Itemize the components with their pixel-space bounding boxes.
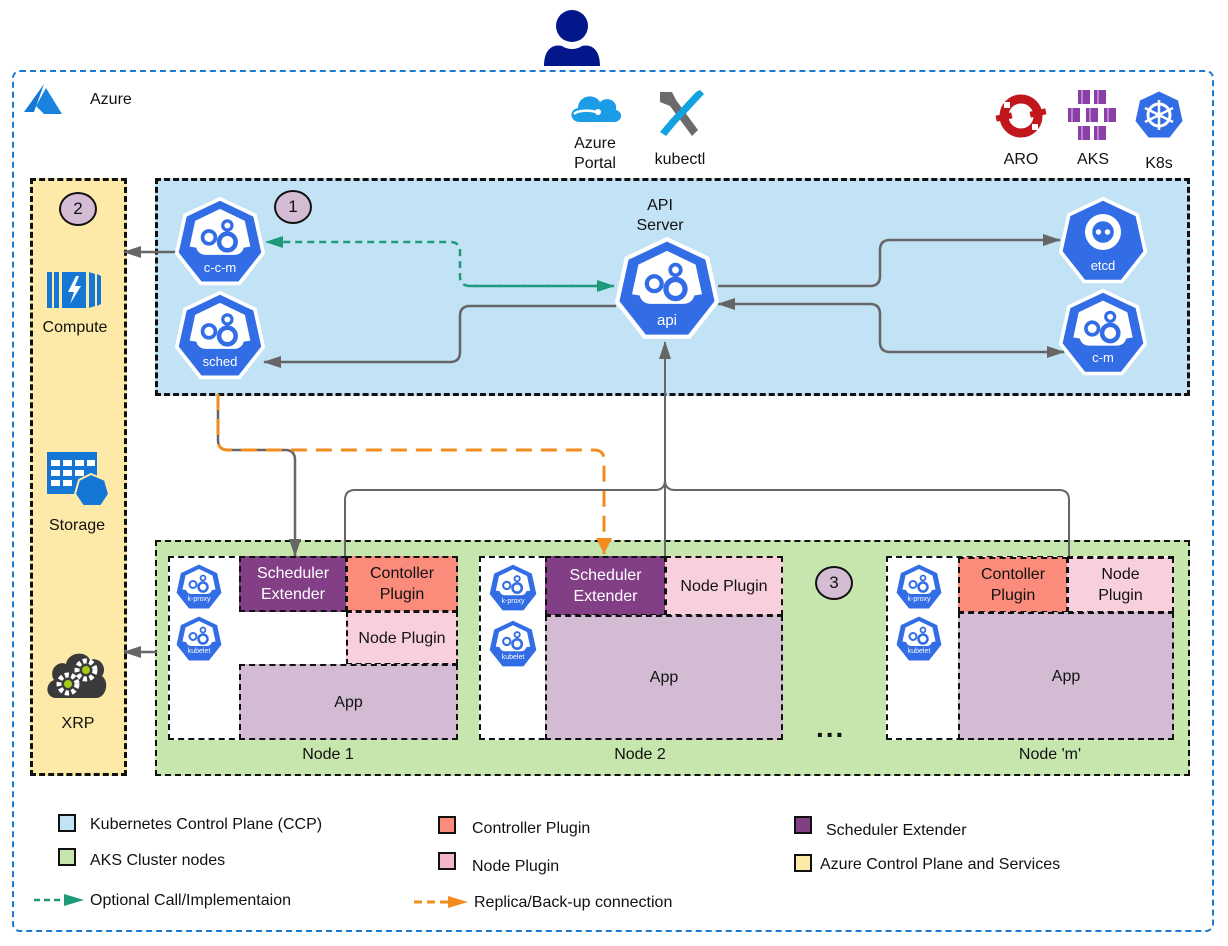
k-proxy-agent[interactable]: k-proxy	[894, 562, 944, 612]
node-plugin-block[interactable]: Node Plugin	[665, 556, 783, 616]
kubectl-label: kubectl	[654, 151, 706, 168]
legend-label-controller-plugin: Controller Plugin	[472, 820, 591, 837]
k-proxy-label: k-proxy	[187, 596, 211, 603]
kubelet-label: kubelet	[907, 648, 931, 655]
legend-swatch-controller-plugin	[438, 816, 456, 834]
legend-label-optional: Optional Call/Implementaion	[90, 892, 291, 909]
controller-plugin-block[interactable]: Contoller Plugin	[346, 556, 458, 612]
legend-label-cluster-nodes: AKS Cluster nodes	[90, 852, 226, 869]
k8s-label: K8s	[1145, 155, 1173, 172]
k-proxy-agent[interactable]: k-proxy	[487, 562, 539, 614]
k-proxy-label: k-proxy	[907, 596, 931, 603]
etcd-label: etcd	[1090, 258, 1116, 273]
kubelet-agent[interactable]: kubelet	[894, 614, 944, 664]
kubectl-icon[interactable]	[652, 86, 708, 142]
scheduler-extender-block[interactable]: Scheduler Extender	[239, 556, 347, 612]
sched-label: sched	[202, 354, 238, 369]
xrp-label: XRP	[61, 715, 95, 732]
compute-label: Compute	[42, 319, 108, 336]
app-block[interactable]: App	[239, 664, 458, 740]
ccm-label: c-c-m	[203, 260, 237, 275]
node-1-label: Node 1	[302, 746, 354, 763]
scheduler-extender-block[interactable]: Scheduler Extender	[545, 556, 666, 616]
legend-label-azure-services: Azure Control Plane and Services	[820, 856, 1061, 873]
kubelet-agent[interactable]: kubelet	[487, 618, 539, 670]
app-block[interactable]: App	[958, 612, 1174, 740]
user-icon	[540, 8, 604, 66]
kubelet-label: kubelet	[501, 654, 525, 661]
legend-swatch-ccp	[58, 814, 76, 832]
azure-logo-icon	[22, 82, 64, 116]
legend-swatch-cluster-nodes	[58, 848, 76, 866]
legend-line-optional	[34, 894, 84, 906]
section-badge-3: 3	[815, 566, 853, 600]
compute-icon[interactable]	[45, 268, 103, 312]
storage-label: Storage	[48, 517, 106, 534]
node-m-label: Node 'm'	[1018, 746, 1082, 763]
scheduler-node[interactable]: sched	[174, 290, 266, 382]
section-badge-1: 1	[274, 190, 312, 224]
legend-swatch-azure-services	[794, 854, 812, 872]
aks-label: AKS	[1076, 151, 1109, 168]
section-badge-2: 2	[59, 192, 97, 226]
api-label: api	[656, 312, 678, 329]
node-2-label: Node 2	[614, 746, 666, 763]
aro-label: ARO	[1003, 151, 1039, 168]
api-server-node[interactable]: api	[614, 236, 720, 342]
cloud-controller-manager-node[interactable]: c-c-m	[174, 196, 266, 288]
legend-label-ccp: Kubernetes Control Plane (CCP)	[90, 816, 323, 833]
cm-label: c-m	[1092, 350, 1114, 365]
aks-icon	[1064, 88, 1120, 144]
azure-boundary	[12, 70, 1214, 932]
azure-label: Azure	[90, 91, 132, 108]
node-plugin-block[interactable]: Node Plugin	[1067, 557, 1174, 613]
kubelet-label: kubelet	[187, 648, 211, 655]
k-proxy-agent[interactable]: k-proxy	[174, 562, 224, 612]
legend-swatch-node-plugin	[438, 852, 456, 870]
legend-label-scheduler-extender: Scheduler Extender	[826, 822, 967, 839]
kubernetes-icon	[1134, 90, 1184, 140]
storage-icon[interactable]	[45, 450, 111, 508]
azure-portal-label: Azure Portal	[574, 135, 616, 172]
controller-plugin-block[interactable]: Contoller Plugin	[958, 557, 1068, 613]
etcd-node[interactable]: etcd	[1058, 196, 1148, 286]
kubelet-agent[interactable]: kubelet	[174, 614, 224, 664]
k-proxy-label: k-proxy	[501, 598, 525, 605]
azure-portal-icon[interactable]	[566, 88, 624, 128]
app-block[interactable]: App	[545, 615, 783, 740]
openshift-icon	[994, 92, 1048, 140]
legend-line-replica	[414, 896, 468, 908]
xrp-cloud-gears-icon[interactable]	[44, 646, 110, 702]
more-nodes-ellipsis: ...	[816, 712, 846, 743]
api-server-title: API Server	[636, 197, 684, 234]
legend-label-node-plugin: Node Plugin	[472, 858, 560, 875]
controller-manager-node[interactable]: c-m	[1058, 288, 1148, 378]
legend-swatch-scheduler-extender	[794, 816, 812, 834]
legend-label-replica: Replica/Back-up connection	[474, 894, 673, 911]
node-plugin-block[interactable]: Node Plugin	[346, 611, 458, 665]
